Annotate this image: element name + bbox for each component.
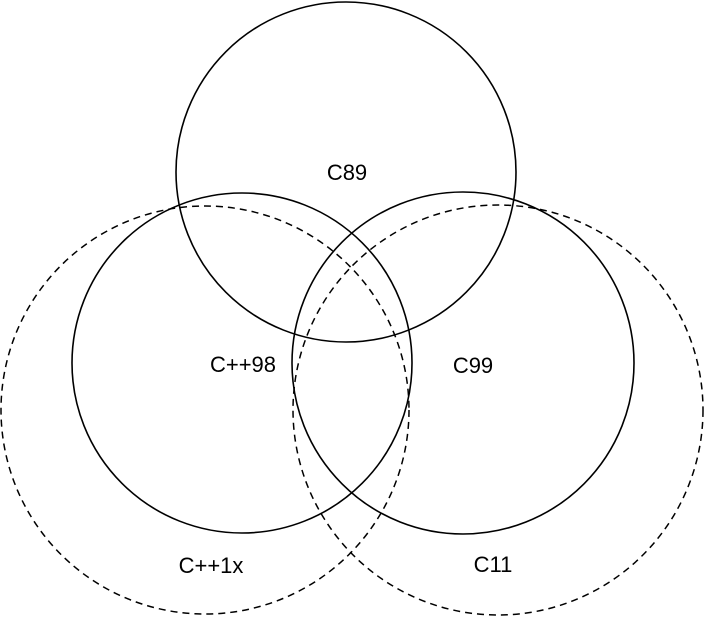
venn-label-c11: C11: [474, 552, 513, 577]
venn-label-cpp1x: C++1x: [179, 553, 244, 578]
venn-label-c99: C99: [453, 353, 493, 378]
venn-label-cpp98: C++98: [210, 352, 276, 377]
venn-label-c89: C89: [327, 160, 367, 185]
venn-circle-cpp1x: [0, 205, 410, 615]
venn-circle-c99: [291, 191, 635, 535]
venn-circle-c89: [175, 1, 517, 343]
venn-circle-c11: [292, 204, 704, 616]
venn-circle-cpp98: [71, 192, 413, 534]
